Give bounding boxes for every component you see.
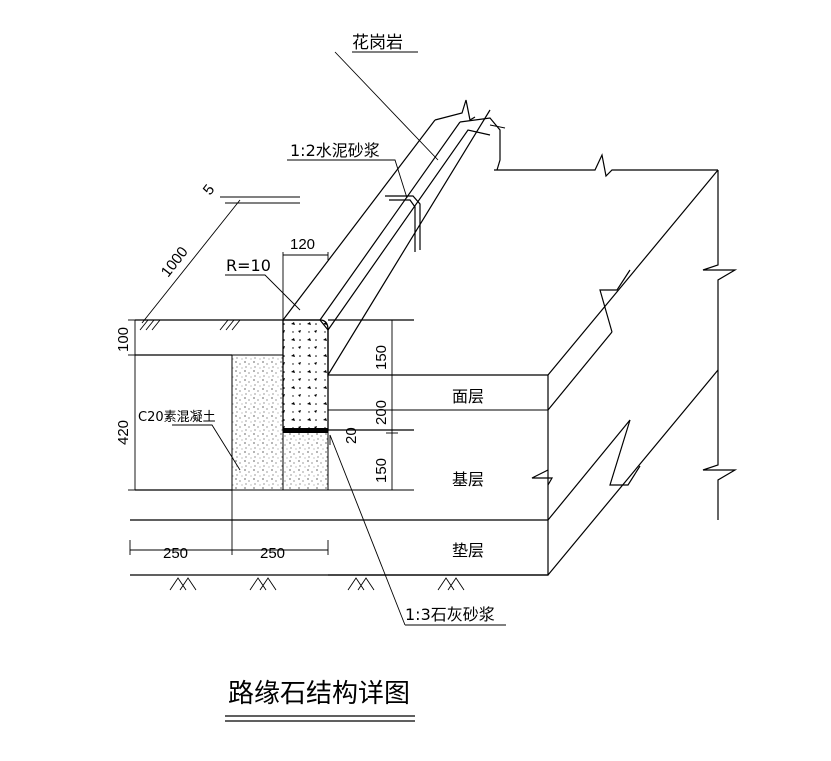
lime-mortar-label: 1:3石灰砂浆 <box>405 605 495 624</box>
surface-layer-label: 面层 <box>452 387 484 406</box>
cross-section <box>135 319 465 591</box>
dim-250-left: 250 <box>163 545 188 562</box>
pavement-body <box>130 153 738 576</box>
concrete-label: C20素混凝土 <box>138 409 216 425</box>
dim-420: 420 <box>115 420 132 445</box>
granite-label: 花岗岩 <box>352 33 403 53</box>
dim-20: 20 <box>343 427 360 444</box>
dim-200: 200 <box>373 400 390 425</box>
cushion-layer-label: 垫层 <box>452 541 484 560</box>
radius-label: R=10 <box>226 256 271 275</box>
dim-1000: 1000 <box>158 244 192 281</box>
dimension-lines <box>128 196 398 555</box>
leader-lines <box>172 51 506 626</box>
cement-mortar-label: 1:2水泥砂浆 <box>290 141 380 160</box>
base-layer-label: 基层 <box>452 470 484 489</box>
dim-5: 5 <box>200 181 219 198</box>
dim-150-bottom: 150 <box>373 458 390 483</box>
dim-120: 120 <box>290 236 315 253</box>
drawing-title: 路缘石结构详图 <box>228 679 410 709</box>
dim-100: 100 <box>115 327 132 352</box>
dim-250-right: 250 <box>260 545 285 562</box>
dim-150-top: 150 <box>373 345 390 370</box>
